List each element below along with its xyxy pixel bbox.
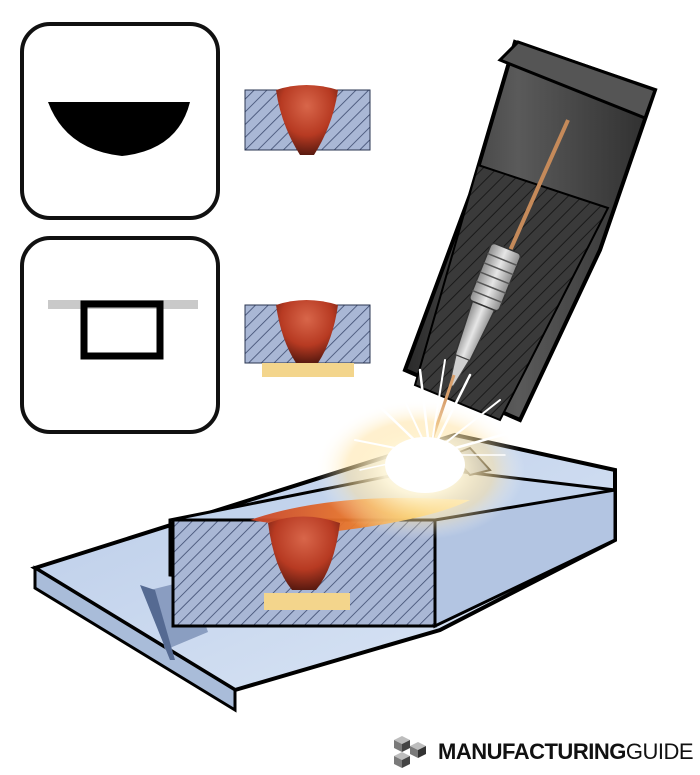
backing-strip-joint-icon [20, 236, 220, 434]
brand-cubes-icon [394, 736, 426, 768]
arc-glow [315, 400, 525, 540]
weld-bead-profile-icon [20, 22, 220, 220]
sparks [354, 359, 522, 471]
brand-name-bold: MANUFACTURING [438, 739, 626, 764]
brand-name-light: GUIDE [625, 739, 694, 764]
backing-strip [262, 363, 354, 377]
weld-with-backing-cross-section [244, 300, 371, 377]
brand-logo: MANUFACTURINGGUIDE [388, 732, 700, 772]
weld-cross-section [244, 85, 371, 155]
brand-name: MANUFACTURINGGUIDE [438, 739, 694, 765]
welding-torch [402, 39, 658, 441]
workpiece-backing-strip [264, 593, 350, 610]
